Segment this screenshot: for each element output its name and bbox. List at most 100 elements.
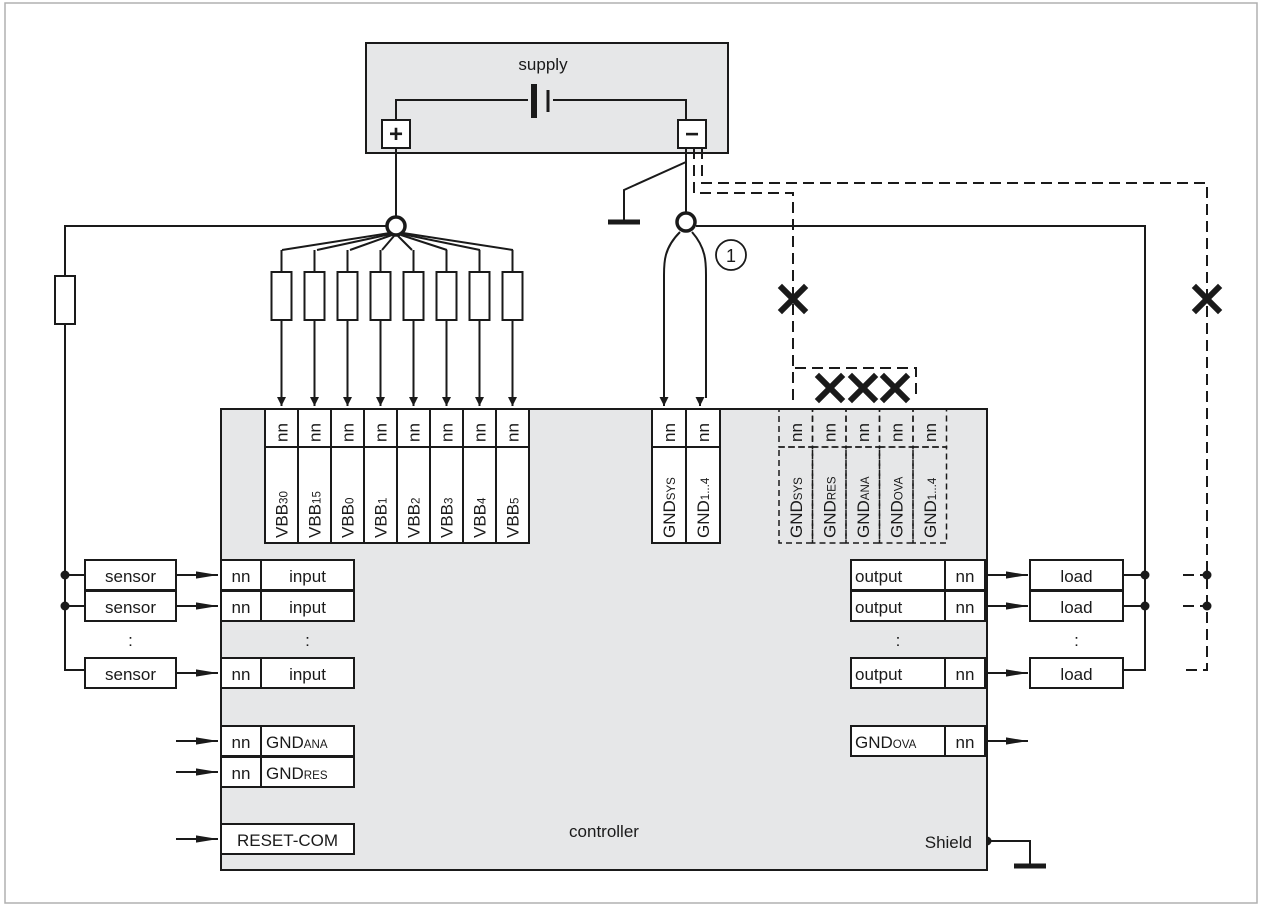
fuse-vbb [435, 271, 458, 321]
pin-label: nn [306, 423, 325, 442]
gnd-dashed-label: GNDANA [854, 476, 873, 538]
battery-icon [395, 84, 687, 120]
gnd-dashed-label: GNDSYS [787, 477, 806, 538]
pin-label: nn [921, 423, 940, 442]
annotation-number: 1 [726, 246, 736, 266]
cross-mark-icon [814, 372, 846, 404]
output-label: output [855, 598, 903, 617]
output-label: output [855, 567, 903, 586]
gnd-label: GND1...4 [694, 477, 713, 538]
supply-label: supply [518, 55, 568, 74]
ellipsis: : [896, 631, 901, 650]
pin-label: nn [787, 423, 806, 442]
pin-cell [429, 408, 464, 448]
pin-label: nn [372, 423, 391, 442]
vbb-label: VBB30 [273, 491, 292, 538]
pin-label: nn [854, 423, 873, 442]
load-box [1029, 657, 1124, 689]
gnd-dashed-cell [912, 446, 948, 544]
ground-distribution-node [675, 211, 697, 233]
vbb-cell [495, 446, 530, 544]
pin-label: nn [438, 423, 457, 442]
vbb-cell [396, 446, 431, 544]
pin-label: nn [405, 423, 424, 442]
fuse-vbb [501, 271, 524, 321]
minus-sign: − [685, 121, 699, 148]
cross-marks-group [777, 283, 1223, 404]
pin-label: nn [232, 665, 251, 684]
load-box [1029, 590, 1124, 622]
pin-label: nn [232, 567, 251, 586]
fuse-vbb [369, 271, 392, 321]
fuse-vbb [303, 271, 326, 321]
cross-mark-icon [1191, 283, 1223, 315]
pin-label: nn [273, 423, 292, 442]
pin-label: nn [956, 665, 975, 684]
vbb-cell [363, 446, 398, 544]
junction-dots [60, 570, 1212, 846]
pin-cell [462, 408, 497, 448]
ellipsis: : [1074, 631, 1079, 650]
gnd-dashed-label: GNDOVA [887, 476, 906, 538]
pin-label: nn [820, 423, 839, 442]
load-box [1029, 559, 1124, 591]
vbb-label: VBB5 [504, 498, 523, 538]
load-label: load [1060, 598, 1092, 617]
gnd-dashed-label: GNDRES [820, 476, 839, 538]
output-cell [850, 559, 946, 591]
vbb-label: VBB4 [471, 497, 490, 538]
pin-label: nn [232, 598, 251, 617]
pin-label: nn [339, 423, 358, 442]
pin-cell [396, 408, 431, 448]
sensor-label: sensor [105, 598, 156, 617]
fuse-sensor [54, 275, 76, 325]
pin-label: nn [694, 423, 713, 442]
pin-cell [651, 408, 687, 448]
vbb-group: nnVBB30nnVBB15nnVBB0nnVBB1nnVBB2nnVBB3nn… [264, 250, 530, 544]
vbb-cell [297, 446, 332, 544]
pin-cell [944, 725, 986, 757]
vbb-cell [462, 446, 497, 544]
supply-box [365, 42, 729, 154]
pin-cell-dashed [912, 408, 948, 448]
gnd-ova-label: GNDOVA [855, 733, 917, 752]
annotation-circle [715, 239, 747, 271]
pin-label: nn [956, 598, 975, 617]
gnd-res-label: GNDRES [266, 764, 328, 783]
outer-frame [4, 2, 1258, 904]
shield-label: Shield [925, 833, 972, 852]
fuse-vbb [402, 271, 425, 321]
pin-label: nn [956, 733, 975, 752]
vbb-label: VBB2 [405, 498, 424, 538]
pin-label: nn [232, 764, 251, 783]
fuse-vbb [336, 271, 359, 321]
pin-label: nn [471, 423, 490, 442]
pin-label: nn [504, 423, 523, 442]
vbb-label: VBB0 [339, 498, 358, 538]
load-label: load [1060, 665, 1092, 684]
reset-com-cell [220, 823, 355, 855]
input-cell [260, 657, 355, 689]
gnd-res-cell [260, 756, 355, 788]
input-label: input [289, 598, 326, 617]
input-cell [260, 559, 355, 591]
pin-cell [220, 559, 262, 591]
gnd-dashed-label: GND1...4 [921, 477, 940, 538]
vbb-label: VBB3 [438, 498, 457, 538]
cross-mark-icon [879, 372, 911, 404]
pin-label: nn [956, 567, 975, 586]
pin-label: nn [887, 423, 906, 442]
fuse-vbb [270, 271, 293, 321]
fuse-vbb [468, 271, 491, 321]
vbb-label: VBB1 [372, 498, 391, 538]
ellipsis: : [305, 631, 310, 650]
output-label: output [855, 665, 903, 684]
cross-mark-icon [847, 372, 879, 404]
gnd-ana-label: GNDANA [266, 733, 328, 752]
